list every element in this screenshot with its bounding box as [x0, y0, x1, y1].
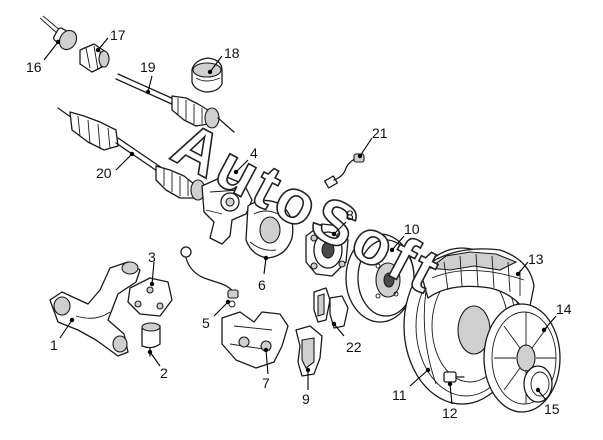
part-22-brake-pads — [313, 287, 349, 329]
part-4-knuckle — [201, 175, 253, 245]
part-19-drive-shaft — [115, 73, 235, 133]
part-3-bracket — [127, 277, 173, 317]
callout-7: 7 — [262, 375, 270, 391]
callout-18: 18 — [224, 45, 240, 61]
callout-9: 9 — [302, 391, 310, 407]
part-10-brake-disc — [345, 233, 415, 323]
callout-17: 17 — [110, 27, 126, 43]
callout-12: 12 — [442, 405, 458, 421]
part-5-brake-hose — [180, 246, 239, 308]
callout-16: 16 — [26, 59, 42, 75]
part-16-shaft-end — [39, 15, 78, 51]
part-6-dust-shield — [245, 199, 294, 259]
part-13-tire-tread — [419, 248, 535, 317]
part-2-bushing — [141, 322, 161, 357]
callout-15: 15 — [544, 401, 560, 417]
callouts: 16 17 18 19 20 4 21 8 10 13 — [26, 27, 572, 421]
callout-3: 3 — [148, 249, 156, 265]
part-9-brake-pad — [295, 325, 323, 377]
callout-19: 19 — [140, 59, 156, 75]
part-1-control-arm — [49, 261, 141, 357]
part-18-bushing — [191, 57, 223, 93]
callout-4: 4 — [250, 145, 258, 161]
callout-22: 22 — [346, 339, 362, 355]
callout-8: 8 — [346, 207, 354, 223]
part-8-hub — [305, 223, 349, 277]
callout-2: 2 — [160, 365, 168, 381]
callout-6: 6 — [258, 277, 266, 293]
part-20-drive-shaft — [57, 107, 206, 201]
part-21-abs-sensor — [324, 153, 365, 189]
callout-11: 11 — [392, 387, 407, 403]
callout-21: 21 — [372, 125, 388, 141]
part-15-hub-cap — [523, 365, 553, 403]
part-17-boot — [79, 43, 110, 73]
part-7-caliper — [221, 311, 289, 369]
callout-1: 1 — [50, 337, 58, 353]
callout-5: 5 — [202, 315, 210, 331]
callout-10: 10 — [404, 221, 420, 237]
callout-13: 13 — [528, 251, 544, 267]
callout-20: 20 — [96, 165, 112, 181]
callout-14: 14 — [556, 301, 572, 317]
